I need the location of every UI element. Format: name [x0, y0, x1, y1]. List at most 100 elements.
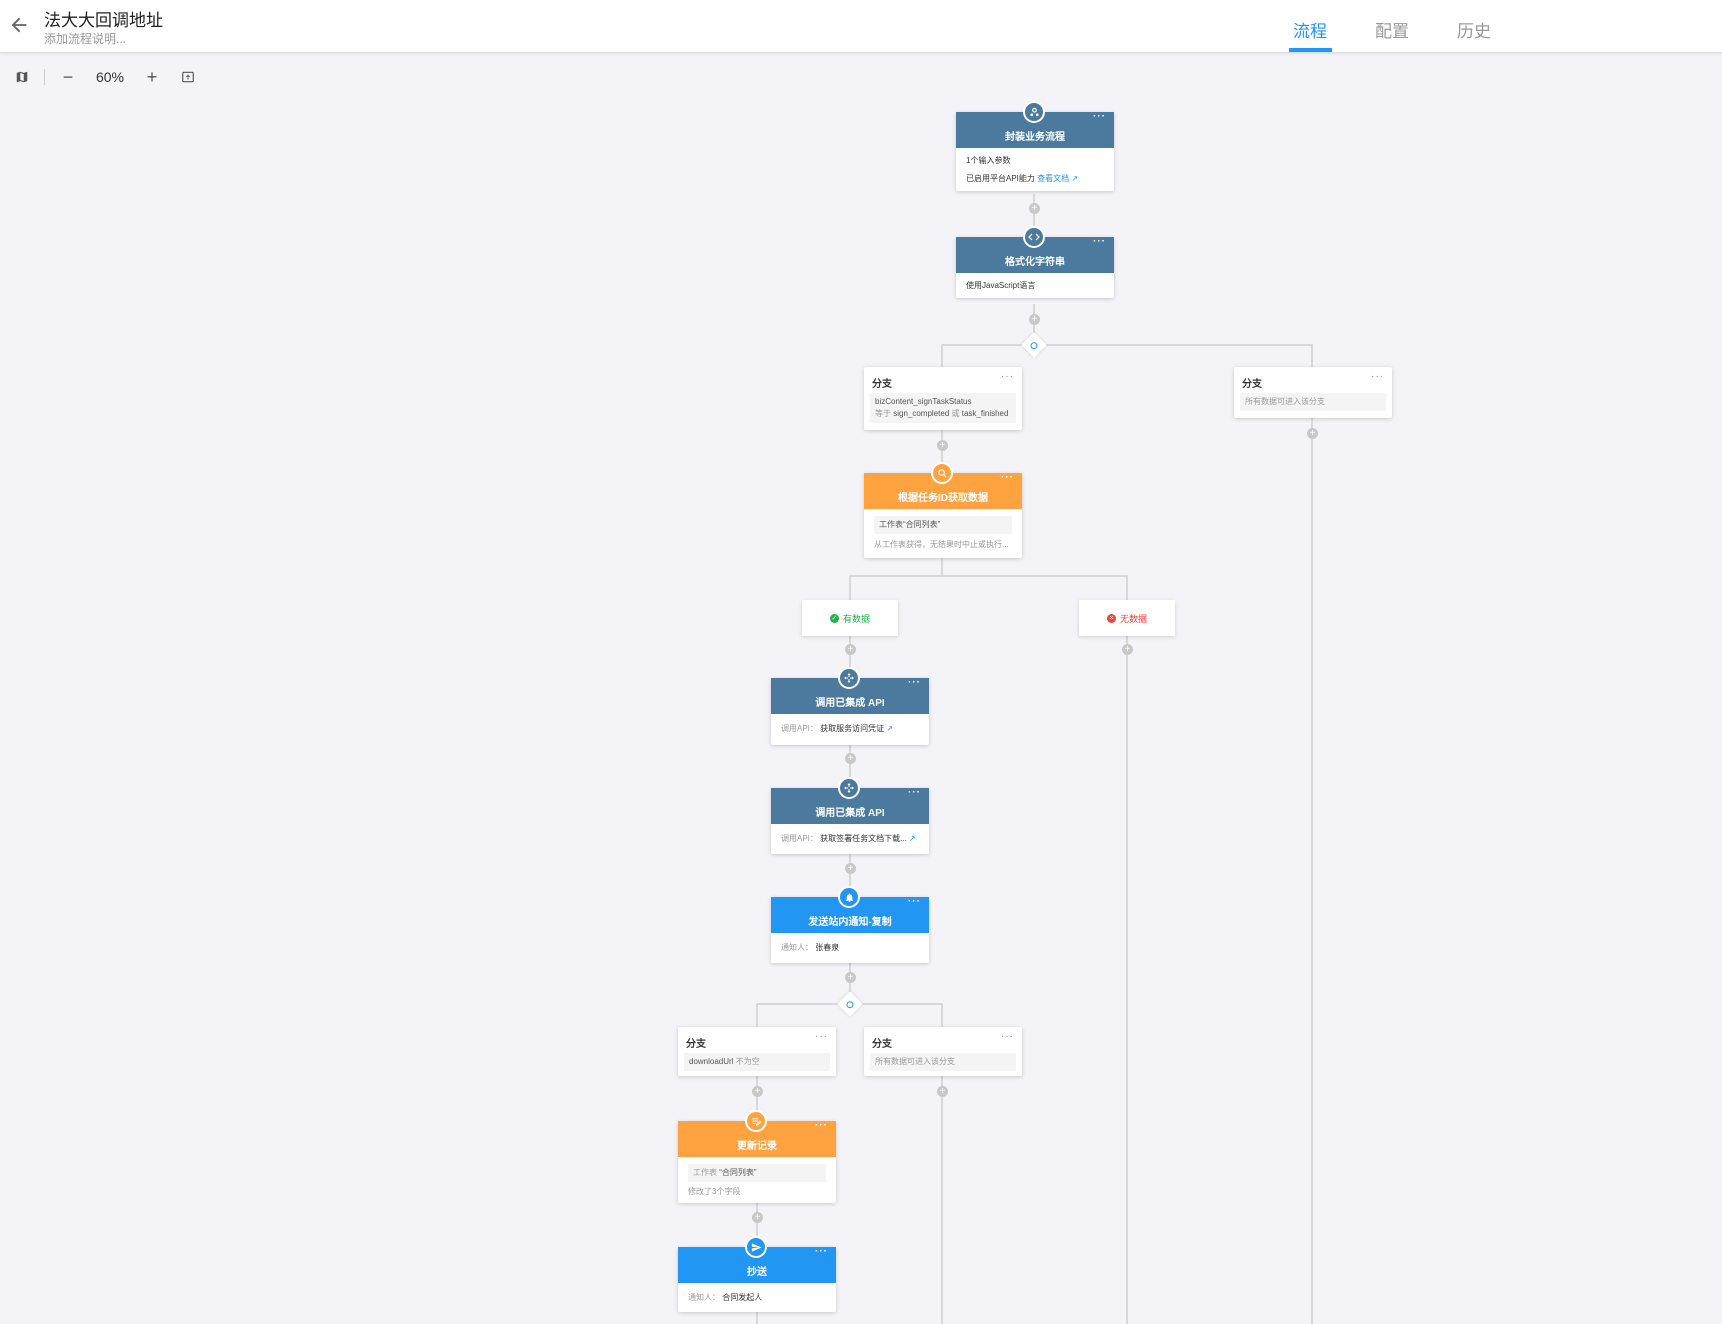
node-wrap-business-process[interactable]: 封装业务流程 ··· 1个输入参数 已启用平台API能力 查看文档 ↗: [956, 111, 1114, 191]
node-title: 格式化字符串: [1005, 257, 1065, 268]
condition-operator: 等于: [875, 409, 891, 418]
node-title: 调用已集成 API: [815, 698, 885, 709]
more-options-icon[interactable]: ···: [908, 787, 921, 798]
check-circle-icon: ✓: [829, 613, 839, 623]
search-icon: [931, 462, 953, 484]
node-line: 1个输入参数: [966, 156, 1011, 165]
recipient-name: 张春泉: [815, 943, 840, 952]
top-header: 法大大回调地址 添加流程说明... 流程 配置 历史: [0, 0, 1722, 53]
branch-title: 分支: [1242, 379, 1262, 390]
page-description[interactable]: 添加流程说明...: [44, 32, 127, 46]
zoom-in-button[interactable]: +: [146, 66, 158, 87]
more-options-icon[interactable]: ···: [1093, 236, 1106, 247]
api-name: 获取服务访问凭证: [820, 724, 885, 733]
branch-desc: 所有数据可进入该分支: [1240, 393, 1386, 411]
add-step-plus-icon[interactable]: +: [1122, 644, 1133, 655]
add-step-plus-icon[interactable]: +: [1029, 203, 1040, 214]
more-options-icon[interactable]: ···: [908, 677, 921, 688]
branch-all-data[interactable]: 分支 ··· 所有数据可进入该分支: [1234, 367, 1392, 418]
condition-field: bizContent_signTaskStatus: [875, 397, 972, 406]
node-get-data-by-task-id[interactable]: 根据任务ID获取数据 ··· 工作表“合同列表” 从工作表获得，无结果时中止或执…: [864, 472, 1022, 558]
status-label: 无数据: [1119, 613, 1147, 624]
condition-value: task_finished: [961, 409, 1009, 418]
page-title[interactable]: 法大大回调地址: [44, 11, 163, 30]
more-options-icon[interactable]: ···: [1093, 111, 1106, 122]
branch-all-data-2[interactable]: 分支 ··· 所有数据可进入该分支: [864, 1027, 1022, 1076]
node-call-api-token[interactable]: 调用已集成 API ··· 调用API： 获取服务访问凭证 ↗: [771, 677, 929, 745]
back-arrow-icon[interactable]: [8, 14, 30, 36]
node-update-record[interactable]: 更新记录 ··· 工作表 “合同列表” 修改了3个字段: [678, 1120, 836, 1203]
bell-icon: [838, 886, 860, 908]
add-step-plus-icon[interactable]: +: [845, 753, 856, 764]
branch-desc: 所有数据可进入该分支: [870, 1053, 1016, 1071]
add-step-plus-icon[interactable]: +: [937, 1086, 948, 1097]
add-step-plus-icon[interactable]: +: [752, 1086, 763, 1097]
add-step-plus-icon[interactable]: +: [845, 972, 856, 983]
more-options-icon[interactable]: ···: [1001, 472, 1014, 483]
more-options-icon[interactable]: ···: [815, 1246, 828, 1257]
node-send-notification[interactable]: 发送站内通知-复制 ··· 通知人： 张春泉: [771, 896, 929, 963]
node-line: 修改了3个字段: [688, 1187, 741, 1196]
tab-history[interactable]: 历史: [1457, 22, 1491, 41]
status-label: 有数据: [842, 613, 870, 624]
api-icon: [838, 777, 860, 799]
minimap-icon[interactable]: [12, 64, 32, 90]
api-icon: [838, 667, 860, 689]
add-step-plus-icon[interactable]: +: [845, 644, 856, 655]
api-name: 获取签署任务文档下载...: [820, 834, 907, 843]
more-options-icon[interactable]: ···: [1001, 1031, 1014, 1042]
toolbar-divider: [44, 69, 45, 85]
node-title: 发送站内通知-复制: [808, 917, 892, 928]
branch-title: 分支: [872, 379, 892, 390]
add-step-plus-icon[interactable]: +: [1029, 314, 1040, 325]
node-title: 抄送: [747, 1267, 767, 1278]
field-label: 通知人：: [688, 1293, 720, 1302]
tab-flow[interactable]: 流程: [1293, 22, 1327, 41]
field-label: 通知人：: [781, 943, 813, 952]
field-label: 工作表: [693, 1168, 717, 1177]
send-icon: [745, 1236, 767, 1258]
add-step-plus-icon[interactable]: +: [752, 1212, 763, 1223]
fit-screen-icon[interactable]: [178, 64, 198, 90]
status-no-data[interactable]: × 无数据: [1079, 600, 1175, 636]
view-docs-link[interactable]: 查看文档: [1037, 174, 1070, 183]
external-link-icon[interactable]: ↗: [909, 834, 916, 843]
tab-config[interactable]: 配置: [1375, 22, 1409, 41]
condition-value: sign_completed: [893, 409, 950, 418]
branch-download-url[interactable]: 分支 ··· downloadUrl 不为空: [678, 1027, 836, 1076]
add-step-plus-icon[interactable]: +: [937, 440, 948, 451]
more-options-icon[interactable]: ···: [1001, 371, 1014, 382]
active-tab-indicator: [1289, 48, 1332, 52]
recipient-name: 合同发起人: [722, 1293, 763, 1302]
branch-title: 分支: [686, 1039, 706, 1050]
node-line: 从工作表获得，无结果时中止或执行...: [874, 540, 1009, 549]
node-title: 根据任务ID获取数据: [898, 493, 988, 504]
zoom-out-button[interactable]: −: [62, 66, 74, 87]
node-line: 使用JavaScript语言: [966, 281, 1036, 290]
more-options-icon[interactable]: ···: [908, 896, 921, 907]
field-label: 调用API：: [781, 834, 818, 843]
condition-or: 或: [951, 409, 960, 418]
worksheet-name: “合同列表”: [719, 1168, 757, 1177]
field-label: 调用API：: [781, 724, 818, 733]
external-link-icon[interactable]: ↗: [1071, 174, 1079, 183]
zoom-level: 60%: [95, 69, 125, 85]
process-icon: [1023, 101, 1045, 123]
add-step-plus-icon[interactable]: +: [845, 863, 856, 874]
status-has-data[interactable]: ✓ 有数据: [802, 600, 898, 636]
add-step-plus-icon[interactable]: +: [1307, 428, 1318, 439]
branch-condition-status[interactable]: 分支 ··· bizContent_signTaskStatus 等于 sign…: [864, 367, 1022, 430]
external-link-icon[interactable]: ↗: [886, 724, 894, 733]
node-title: 调用已集成 API: [815, 808, 885, 819]
node-line: 已启用平台API能力: [966, 174, 1035, 183]
edit-record-icon: [745, 1110, 767, 1132]
node-title: 封装业务流程: [1005, 132, 1065, 143]
worksheet-box: 工作表“合同列表”: [874, 516, 1012, 534]
condition-field: downloadUrl: [689, 1057, 734, 1066]
node-title: 更新记录: [737, 1141, 777, 1152]
more-options-icon[interactable]: ···: [815, 1031, 828, 1042]
more-options-icon[interactable]: ···: [1371, 371, 1384, 382]
more-options-icon[interactable]: ···: [815, 1120, 828, 1131]
error-circle-icon: ×: [1106, 613, 1116, 623]
